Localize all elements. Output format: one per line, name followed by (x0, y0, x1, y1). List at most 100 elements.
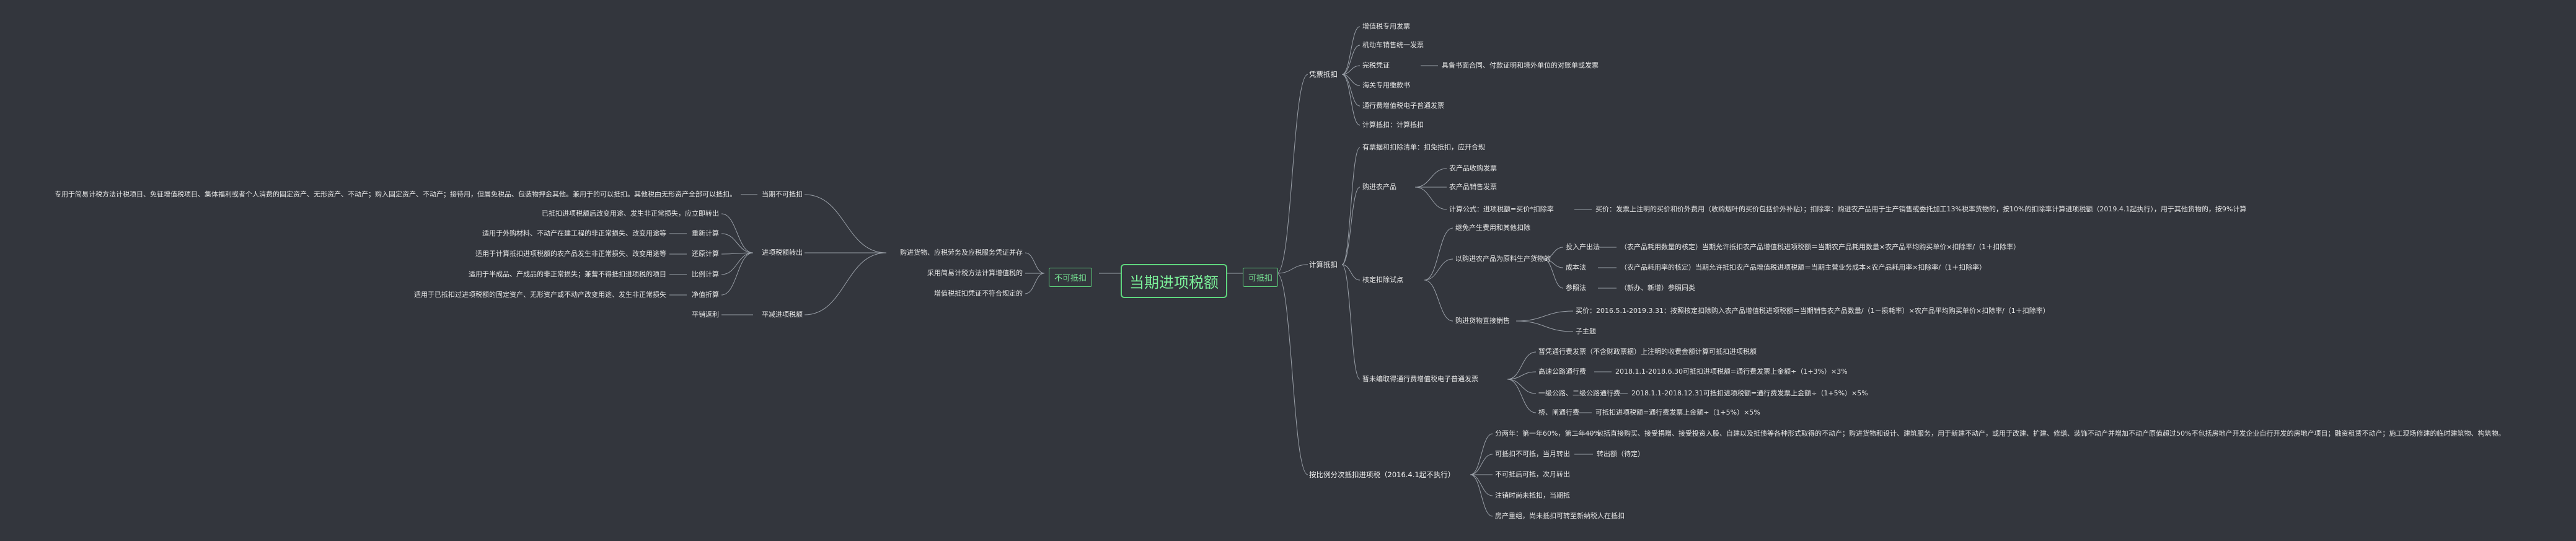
g2-item-2[interactable]: 核定扣除试点 (1362, 276, 1403, 284)
toll-text-3[interactable]: 可抵扣进项税额=通行费发票上金额÷（1+5%）×5% (1595, 408, 1760, 416)
left-extra-1[interactable]: 采用简易计税方法计算增值税的 (927, 269, 1023, 277)
g3-item-2[interactable]: 不可抵后可抵，次月转出 (1495, 470, 1570, 478)
g3-detail-0[interactable]: 包括直接购买、接受捐赠、接受投资入股、自建以及抵债等各种形式取得的不动产；购进货… (1597, 429, 2505, 438)
transfer-item-3[interactable]: 比例计算 (692, 270, 719, 278)
connector-line (721, 233, 754, 253)
core-sub-0[interactable]: 继免产生费用和其他扣除 (1455, 224, 1530, 232)
g1-item-4[interactable]: 通行费增值税电子普通发票 (1362, 102, 1444, 110)
left-item-2[interactable]: 平减进项税额 (762, 310, 803, 319)
g1-item-1[interactable]: 机动车销售统一发票 (1362, 41, 1424, 49)
connector-line (721, 252, 754, 296)
connector-line (721, 213, 754, 253)
transfer-item-2[interactable]: 还原计算 (692, 250, 719, 258)
core-subsub[interactable]: 子主题 (1576, 327, 1596, 335)
core-other[interactable]: 买价：2016.5.1-2019.3.31：按照核定扣除购入农产品增值税进项税额… (1576, 307, 2050, 315)
connector-line (804, 194, 887, 253)
right-group-0[interactable]: 凭票抵扣 (1309, 70, 1338, 79)
g3-item-4[interactable]: 房产重组，尚未抵扣可转至新纳税人在抵扣 (1495, 512, 1625, 520)
transfer-item-1[interactable]: 重新计算 (692, 229, 719, 237)
transfer-text-2[interactable]: 适用于计算抵扣进项税额的农产品发生非正常损失、改变用途等 (475, 250, 666, 258)
g2-item-3[interactable]: 暂未编取得通行费增值税电子普通发票 (1362, 375, 1478, 383)
core-sub-1[interactable]: 以购进农产品为原料生产货物的 (1455, 255, 1551, 263)
core-method-1[interactable]: 成本法 (1566, 263, 1586, 271)
transfer-text-1[interactable]: 适用于外购材料、不动产在建工程的非正常损失、改变用途等 (482, 229, 666, 237)
connector-line (1276, 74, 1308, 274)
connector-line (1507, 379, 1537, 413)
core-method-text-1[interactable]: （农产品耗用率的核定）当期允许抵扣农产品增值税进项税额＝当期主营业务成本×农产品… (1620, 263, 1987, 271)
toll-text-2[interactable]: 2018.1.1-2018.12.31可抵扣进项税额=通行费发票上金额÷（1+5… (1631, 389, 1868, 397)
connector-line (1341, 264, 1361, 380)
g1-wanshui-detail[interactable]: 具备书面合同、付款证明和境外单位的对账单或发票 (1442, 61, 1599, 69)
connector-line (1341, 187, 1361, 265)
core-method-text-0[interactable]: （农产品耗用数量的核定）当期允许抵扣农产品增值税进项税额＝当期农产品耗用数量×农… (1620, 243, 2021, 251)
connector-line (1470, 474, 1493, 496)
connector-line (1507, 351, 1537, 380)
g1-item-5[interactable]: 计算抵扣：计算抵扣 (1362, 121, 1424, 129)
left-ping[interactable]: 平销返利 (692, 310, 719, 319)
agri-sub-1[interactable]: 农产品销售发票 (1449, 183, 1497, 191)
g3-detail-1[interactable]: 转出额（待定） (1597, 450, 1644, 458)
transfer-text-4[interactable]: 适用于已抵扣过进项税额的固定资产、无形资产或不动产改变用途、发生非正常损失 (414, 291, 666, 299)
left-item-1[interactable]: 进项税额转出 (762, 249, 803, 257)
connector-line (1341, 74, 1361, 126)
connector-line (1276, 264, 1308, 274)
transfer-item-4[interactable]: 净值折算 (692, 291, 719, 299)
connector-line (1424, 227, 1453, 281)
connector-line (1543, 247, 1564, 260)
connector-line (1507, 371, 1537, 380)
connector-line (1414, 168, 1447, 188)
connector-line (721, 252, 754, 255)
toll-item-0[interactable]: 暂凭通行费发票（不含财政票据）上注明的收费金额计算可抵扣进项税额 (1538, 348, 1757, 356)
connector-line (1507, 379, 1537, 394)
g2-item-1[interactable]: 购进农产品 (1362, 183, 1396, 191)
transfer-item-0[interactable]: 已抵扣进项税额后改变用途、发生非正常损失，应立即转出 (542, 209, 719, 218)
g2-item-0[interactable]: 有票据和扣除清单：扣免抵扣，应开合规 (1362, 143, 1485, 151)
left-item-0[interactable]: 当期不可抵扣 (762, 190, 803, 198)
g1-item-3[interactable]: 海关专用缴款书 (1362, 81, 1410, 89)
connector-line (1341, 65, 1361, 75)
agri-sub-2[interactable]: 计算公式：进项税额=买价*扣除率 (1449, 205, 1554, 213)
right-group-2[interactable]: 按比例分次抵扣进项税（2016.4.1起不执行） (1309, 470, 1455, 479)
connector-line (1341, 45, 1361, 75)
left-note-0[interactable]: 专用于简易计税方法计税项目、免征增值税项目、集体福利或者个人消费的固定资产、无形… (55, 190, 736, 198)
g1-item-0[interactable]: 增值税专用发票 (1362, 22, 1410, 30)
root-node[interactable]: 当期进项税额 (1121, 264, 1227, 298)
connector-line (1341, 26, 1361, 75)
connector-line (1341, 264, 1361, 281)
toll-item-3[interactable]: 桥、闸通行费 (1538, 408, 1579, 416)
connector-line (1025, 273, 1045, 294)
g3-item-3[interactable]: 注销时尚未抵扣，当期抵 (1495, 491, 1570, 499)
toll-text-1[interactable]: 2018.1.1-2018.6.30可抵扣进项税额=通行费发票上金额÷（1+3%… (1615, 367, 1848, 376)
connector-line (1424, 258, 1453, 281)
g3-item-0[interactable]: 分两年：第一年60%，第二年40% (1495, 429, 1600, 438)
right-group-1[interactable]: 计算抵扣 (1309, 260, 1338, 269)
connector-line (1470, 474, 1493, 517)
g1-item-2[interactable]: 完税凭证 (1362, 61, 1390, 69)
connector-line (1515, 320, 1574, 332)
right-branch-node[interactable]: 可抵扣 (1243, 268, 1279, 287)
g3-item-1[interactable]: 可抵扣不可抵，当月转出 (1495, 450, 1570, 458)
connector-line (804, 252, 887, 315)
core-method-text-2[interactable]: （新办、新增）参照同类 (1620, 284, 1695, 292)
agri-sub-0[interactable]: 农产品收购发票 (1449, 164, 1497, 172)
connector-line (1470, 433, 1493, 475)
connector-line (1470, 454, 1493, 475)
toll-item-1[interactable]: 高速公路通行费 (1538, 367, 1586, 376)
left-branch-node[interactable]: 不可抵扣 (1049, 268, 1093, 287)
connector-line (1341, 147, 1361, 265)
core-sub-2[interactable]: 购进货物直接销售 (1455, 317, 1510, 325)
connector-line (1414, 187, 1447, 210)
transfer-text-3[interactable]: 适用于半成品、产成品的非正常损失；兼营不得抵扣进项税的项目 (469, 270, 666, 278)
left-extra-2[interactable]: 增值税抵扣凭证不符合规定的 (934, 289, 1023, 297)
core-method-2[interactable]: 参照法 (1566, 284, 1586, 292)
left-extra-0[interactable]: 购进货物、应税劳务及应税服务凭证并存 (900, 249, 1023, 257)
core-method-0[interactable]: 投入产出法 (1566, 243, 1600, 251)
connector-line (1515, 310, 1574, 322)
connector-line (1025, 252, 1045, 274)
connector-line (721, 252, 754, 275)
toll-item-2[interactable]: 一级公路、二级公路通行费 (1538, 389, 1620, 397)
connector-line (1276, 273, 1308, 475)
connector-line (1424, 279, 1453, 322)
agri-formula[interactable]: 买价：发票上注明的买价和价外费用（收购烟叶的买价包括价外补贴）；扣除率：购进农产… (1595, 205, 2247, 213)
